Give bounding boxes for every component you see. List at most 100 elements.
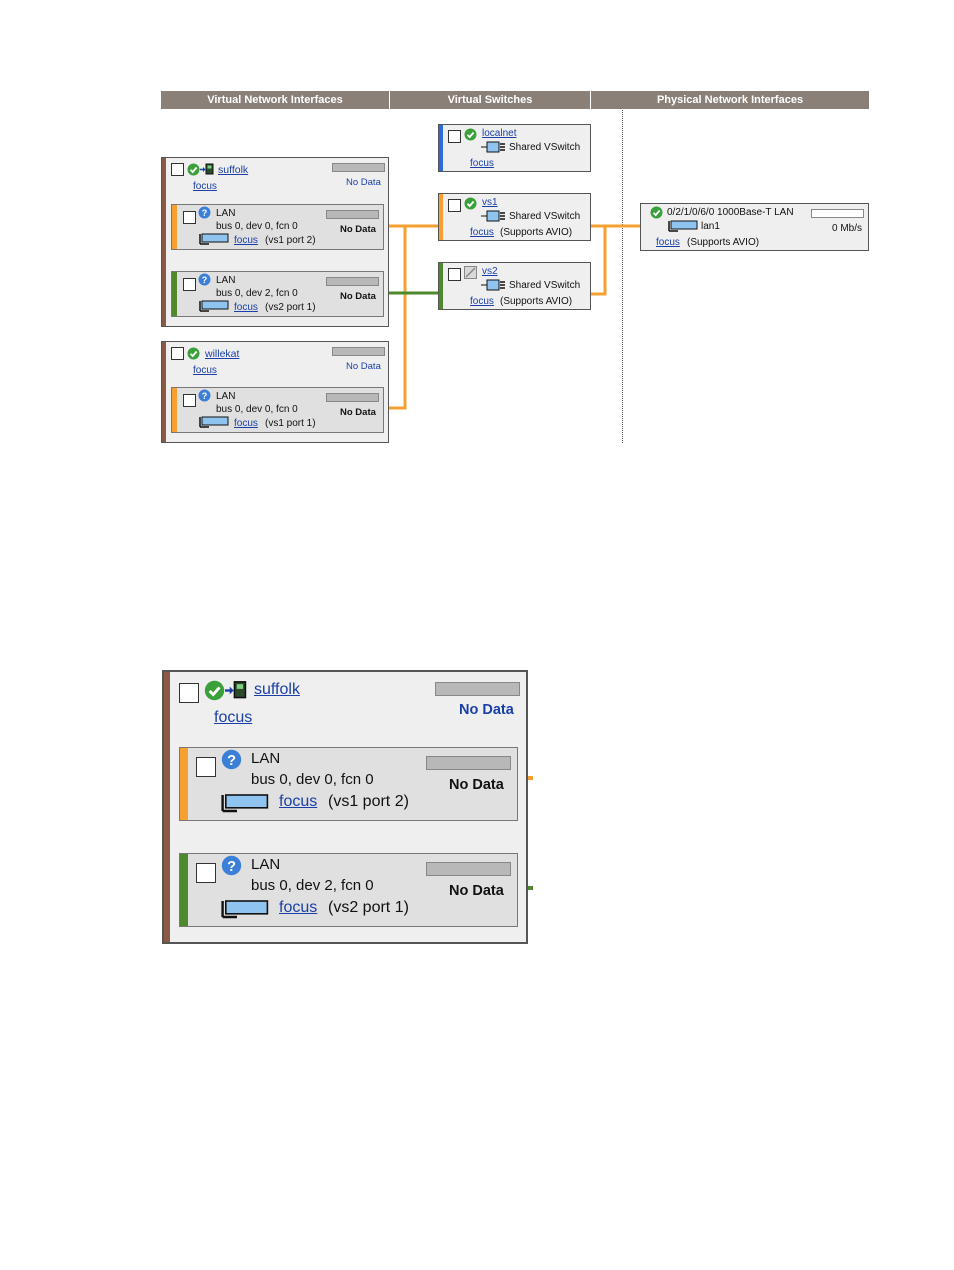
nic-card-icon (199, 416, 229, 428)
vswitch-box-localnet: localnet Shared VSwitch focus (438, 124, 591, 172)
vnic-focus-link[interactable]: focus (279, 793, 318, 810)
vnic-status-text: No Data (340, 291, 376, 302)
unknown-status-icon: ? (198, 206, 211, 219)
vswitch-checkbox[interactable] (448, 199, 461, 212)
vswitch-icon (481, 210, 505, 222)
vswitch-name-link[interactable]: vs1 (482, 197, 498, 208)
vnic-type: LAN (251, 856, 281, 873)
guest-status-text: No Data (459, 702, 514, 718)
vnic-color-bar (172, 205, 177, 249)
vnic-status-text: No Data (449, 777, 504, 793)
guest-status-text: No Data (346, 177, 381, 188)
vnic-checkbox[interactable] (196, 757, 216, 777)
vm-guest-icon (200, 163, 214, 175)
physical-focus-link[interactable]: focus (656, 237, 680, 248)
vnic-checkbox[interactable] (183, 211, 196, 224)
vnic-port: (vs1 port 2) (328, 793, 409, 810)
guest-checkbox[interactable] (171, 347, 184, 360)
vnic-port: (vs1 port 2) (265, 235, 316, 246)
vnic-checkbox[interactable] (183, 394, 196, 407)
vnic-utilization-bar (326, 277, 379, 286)
vnic-port: (vs1 port 1) (265, 418, 316, 429)
vswitch-kind: Shared VSwitch (509, 142, 581, 153)
nic-card-icon (221, 794, 269, 813)
vswitch-color-bar (439, 194, 443, 240)
vnic-box: ? LAN bus 0, dev 2, fcn 0 focus (vs2 por… (171, 271, 384, 317)
vnic-bus: bus 0, dev 2, fcn 0 (216, 288, 298, 299)
check-icon (464, 128, 477, 141)
vnic-focus-link[interactable]: focus (279, 899, 318, 916)
vnic-utilization-bar (326, 210, 379, 219)
check-icon (464, 197, 477, 210)
vnic-color-bar (180, 854, 188, 926)
vswitch-checkbox[interactable] (448, 130, 461, 143)
guest-checkbox[interactable] (171, 163, 184, 176)
vnic-focus-link[interactable]: focus (234, 418, 258, 429)
vnic-checkbox[interactable] (183, 278, 196, 291)
physical-nic-box: 0/2/1/0/6/0 1000Base-T LAN lan1 0 Mb/s f… (640, 203, 869, 251)
vnic-status-text: No Data (340, 224, 376, 235)
svg-text:?: ? (227, 753, 236, 769)
vswitch-box-vs2: vs2 Shared VSwitch focus (Supports AVIO) (438, 262, 591, 310)
guest-status-text: No Data (346, 361, 381, 372)
vswitch-checkbox[interactable] (448, 268, 461, 281)
guest-checkbox[interactable] (179, 683, 199, 703)
vnic-checkbox[interactable] (196, 863, 216, 883)
guest-name-link[interactable]: willekat (205, 348, 240, 360)
check-icon (187, 163, 200, 176)
vnic-utilization-bar (326, 393, 379, 402)
vswitch-focus-link[interactable]: focus (470, 296, 494, 307)
physical-avio-note: (Supports AVIO) (687, 237, 760, 248)
vswitch-focus-link[interactable]: focus (470, 158, 494, 169)
connection-lines (383, 224, 642, 410)
guest-color-bar (164, 672, 170, 942)
vnic-port: (vs2 port 1) (328, 899, 409, 916)
vswitch-name-link[interactable]: vs2 (482, 266, 498, 277)
nic-card-icon (668, 220, 698, 232)
svg-text:?: ? (227, 859, 236, 875)
vswitch-kind: Shared VSwitch (509, 280, 581, 291)
detail-wire-orange (526, 776, 533, 780)
vnic-type: LAN (216, 208, 236, 219)
guest-focus-link[interactable]: focus (193, 181, 217, 192)
guest-utilization-bar (332, 163, 385, 172)
guest-name-link[interactable]: suffolk (254, 681, 300, 698)
vswitch-avio-note: (Supports AVIO) (500, 296, 573, 307)
vnic-type: LAN (216, 391, 236, 402)
guest-detail-box-suffolk: suffolk focus No Data ? LAN bus 0, dev 0… (162, 670, 528, 944)
vswitch-focus-link[interactable]: focus (470, 227, 494, 238)
nic-card-icon (199, 300, 229, 312)
physical-rate: 0 Mb/s (832, 223, 863, 234)
check-icon (187, 347, 200, 360)
svg-text:?: ? (202, 275, 208, 285)
guest-focus-link[interactable]: focus (214, 709, 253, 726)
disabled-icon (464, 266, 477, 279)
nic-card-icon (199, 233, 229, 245)
guest-box-suffolk: suffolk focus No Data ? LAN bus 0, dev 0… (161, 157, 389, 327)
unknown-status-icon: ? (198, 389, 211, 402)
vnic-color-bar (172, 272, 177, 316)
vnic-box: ? LAN bus 0, dev 0, fcn 0 focus (vs1 por… (171, 387, 384, 433)
column-header-physical-nics: Physical Network Interfaces (591, 91, 869, 109)
vswitch-box-vs1: vs1 Shared VSwitch focus (Supports AVIO) (438, 193, 591, 241)
column-divider (622, 110, 623, 443)
vnic-detail-box: ? LAN bus 0, dev 2, fcn 0 focus (vs2 por… (179, 853, 518, 927)
column-header-virtual-switches: Virtual Switches (390, 91, 590, 109)
vnic-utilization-bar (426, 862, 511, 876)
guest-utilization-bar (435, 682, 520, 696)
vnic-type: LAN (216, 275, 236, 286)
vnic-bus: bus 0, dev 0, fcn 0 (251, 771, 374, 788)
vswitch-name-link[interactable]: localnet (482, 128, 517, 139)
svg-text:?: ? (202, 208, 208, 218)
wire-vs2-phys (590, 226, 607, 296)
vswitch-color-bar (439, 263, 443, 309)
vnic-focus-link[interactable]: focus (234, 235, 258, 246)
vnic-focus-link[interactable]: focus (234, 302, 258, 313)
guest-focus-link[interactable]: focus (193, 365, 217, 376)
vnic-status-text: No Data (340, 407, 376, 418)
vswitch-kind: Shared VSwitch (509, 211, 581, 222)
vnic-color-bar (172, 388, 177, 432)
vnic-utilization-bar (426, 756, 511, 770)
guest-name-link[interactable]: suffolk (218, 164, 249, 176)
guest-color-bar (162, 158, 166, 326)
